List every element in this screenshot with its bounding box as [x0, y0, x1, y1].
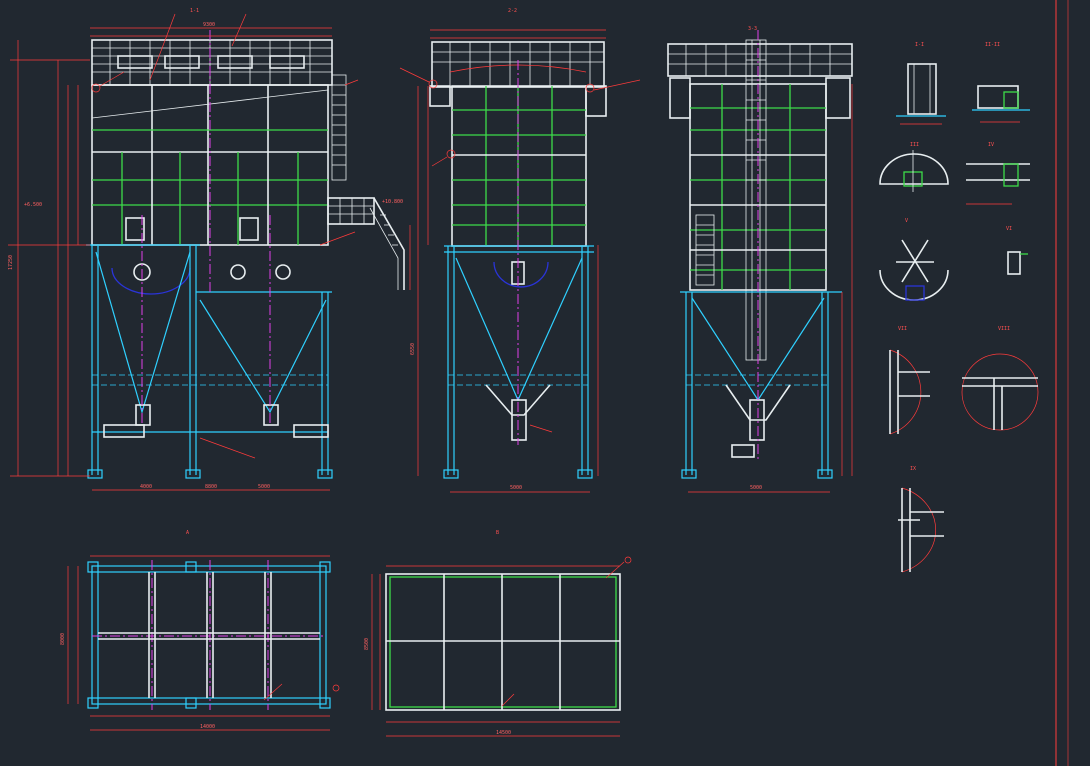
detail-9: IX	[898, 466, 944, 573]
detail-9-title: IX	[910, 466, 916, 472]
detail-2: II-II	[972, 42, 1030, 123]
view-mark-plan-a: A	[186, 530, 189, 536]
detail-6-title: VI	[1006, 226, 1012, 232]
detail-8: VIII	[961, 326, 1039, 431]
view-mark-side: 2-2	[508, 8, 517, 14]
dim-front-width-top: 9300	[203, 22, 215, 28]
dim-side-width: 5000	[510, 485, 522, 491]
dim-side-height: 6550	[410, 343, 416, 355]
detail-sheet: I-I II-II III IV	[879, 42, 1039, 573]
dim-front-col-left: 4000	[140, 484, 152, 490]
detail-7-title: VII	[898, 326, 907, 332]
dim-plan-b-height: 8500	[364, 638, 370, 650]
detail-8-title: VIII	[998, 326, 1010, 332]
roof-plan: B 14500 8500	[364, 530, 632, 737]
view-mark-plan-b: B	[496, 530, 499, 536]
detail-5-title: V	[905, 218, 908, 224]
detail-3: III	[879, 142, 949, 192]
dim-rear-width: 5000	[750, 485, 762, 491]
dim-front-width-bottom: 8800	[205, 484, 217, 490]
front-elevation: 9300 8800 4000 5000 17250 +6.500 +10.800	[8, 13, 411, 491]
detail-2-title: II-II	[985, 42, 1000, 48]
dim-plan-a-height: 8000	[60, 633, 66, 645]
sheet-border	[1055, 0, 1069, 766]
detail-5: V	[879, 218, 949, 301]
level-walkway: +10.800	[382, 199, 403, 205]
dim-front-col-right: 5000	[258, 484, 270, 490]
detail-7: VII	[889, 326, 930, 435]
detail-4: IV	[966, 142, 1030, 205]
rear-elevation: 5000 3-3	[667, 26, 853, 493]
side-elevation: 5000 6550	[399, 29, 641, 493]
dim-front-height: 17250	[8, 255, 14, 270]
detail-1-title: I-I	[915, 42, 924, 48]
detail-4-title: IV	[988, 142, 994, 148]
level-platform: +6.500	[24, 202, 42, 208]
view-mark-front: 1-1	[190, 8, 199, 14]
dim-plan-a-width: 14000	[200, 724, 215, 730]
detail-1: I-I	[896, 42, 946, 125]
detail-6: VI	[1006, 226, 1028, 275]
foundation-plan: A 14000 8000	[60, 530, 340, 731]
detail-3-title: III	[910, 142, 919, 148]
dim-plan-b-width: 14500	[496, 730, 511, 736]
view-mark-rear: 3-3	[748, 26, 757, 32]
